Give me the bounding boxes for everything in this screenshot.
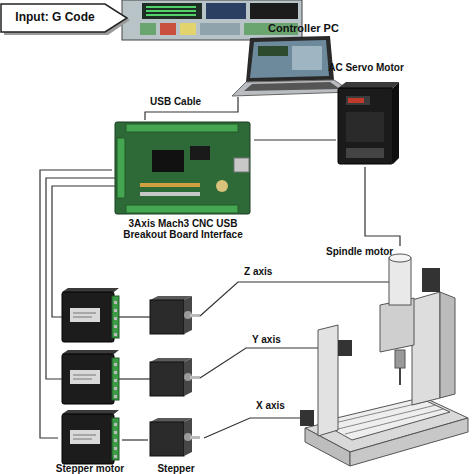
component-label: Stepper	[148, 463, 204, 474]
laptop-display-panel	[258, 46, 288, 56]
axis-label: Z axis	[244, 266, 272, 277]
stepper-driver	[62, 350, 119, 404]
dro-panel	[142, 3, 202, 19]
capacitor	[216, 180, 228, 192]
machine-table	[320, 398, 450, 440]
chip	[152, 150, 184, 172]
cable-connector	[40, 170, 112, 438]
axis-line	[200, 348, 338, 378]
stepper-motor	[150, 296, 200, 334]
servo-driver-side	[393, 82, 399, 164]
servo-panel	[346, 112, 384, 142]
stepper-driver	[62, 288, 119, 342]
servo-driver-top	[338, 82, 399, 88]
laptop-display	[250, 40, 329, 78]
servo-display-digits	[348, 98, 364, 103]
cable-connector	[204, 418, 300, 438]
component-label: Controller PC	[268, 22, 352, 34]
code-view	[250, 3, 298, 19]
toolpath-view	[206, 3, 246, 19]
resistor-row	[140, 192, 200, 196]
table-slot	[338, 405, 436, 429]
stepper-motor	[150, 358, 200, 396]
servo-driver	[338, 88, 393, 164]
arrow-shape	[1, 4, 127, 32]
component-label: AC Servo Motor	[321, 62, 411, 73]
table-slot	[345, 409, 443, 434]
servo-connector	[346, 148, 384, 158]
stepper-driver	[62, 410, 119, 464]
component-label: Spindle motor	[326, 246, 426, 257]
x-motor	[300, 410, 314, 426]
stepper-driver: Stepper motor	[58, 410, 122, 474]
axis-label: Y axis	[252, 334, 281, 345]
cnc-machine: Spindle motor	[300, 246, 472, 472]
component-label: 3Axis Mach3 CNC USB Breakout Board Inter…	[115, 218, 251, 240]
stepper-motor	[150, 418, 200, 456]
edge-label: X axis	[256, 400, 285, 411]
machine-column	[412, 292, 440, 405]
usb-connector	[234, 158, 249, 172]
motor-wire	[119, 378, 150, 379]
servo-display	[346, 96, 370, 105]
cable-connector	[365, 167, 400, 246]
breakout-board	[115, 122, 250, 214]
cable-connector	[145, 97, 238, 120]
signal-wire	[46, 178, 115, 379]
laptop-keyboard	[244, 82, 340, 91]
chip	[190, 146, 210, 160]
input-arrow: Input: G Code	[0, 0, 130, 36]
laptop-display-panel	[292, 46, 322, 70]
laptop-screen	[246, 36, 334, 82]
dro-digits	[146, 10, 196, 12]
screen-button	[200, 23, 240, 35]
cable-connector	[122, 439, 148, 440]
machine-column	[440, 292, 455, 398]
screen-button	[160, 23, 176, 35]
terminal-block	[126, 205, 238, 213]
resistor-row	[140, 183, 200, 187]
breakout-board: 3Axis Mach3 CNC USB Breakout Board Inter…	[112, 120, 254, 244]
signal-wire	[52, 186, 115, 317]
dro-digits	[146, 14, 196, 16]
z-motor	[422, 268, 440, 292]
terminal-block	[126, 124, 238, 132]
spindle-nose	[395, 350, 405, 368]
cable-connector	[254, 139, 336, 140]
servo-driver: AC Servo Motor	[336, 62, 396, 167]
y-motor	[338, 340, 352, 356]
cutting-tool	[399, 368, 401, 385]
machine-frame	[318, 325, 338, 436]
edge-label: USB Cable	[150, 96, 201, 107]
dro-digits	[146, 6, 196, 8]
spindle-motor	[389, 258, 411, 305]
component-label: Stepper motor	[46, 463, 134, 474]
stepper-motor: Stepper	[148, 414, 204, 474]
axis-line	[200, 282, 389, 316]
laptop-base	[232, 80, 352, 96]
terminal-block	[117, 138, 125, 198]
controller-pc: Controller PC	[232, 20, 352, 97]
spindle-head	[380, 298, 414, 352]
motor-wire	[119, 316, 150, 317]
screen-button	[180, 23, 196, 35]
component-label: Input: G Code	[0, 11, 110, 24]
screen-button	[140, 23, 156, 35]
